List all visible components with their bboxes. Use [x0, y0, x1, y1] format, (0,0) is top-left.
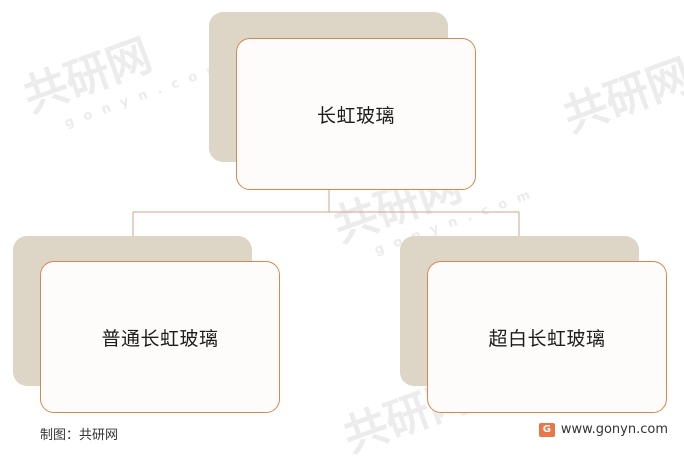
child-node-standard: 普通长虹玻璃	[40, 261, 280, 413]
site-url: www.gonyn.com	[560, 422, 668, 437]
child-node-label: 超白长虹玻璃	[488, 327, 606, 350]
watermark-brand: 共研网	[556, 49, 684, 143]
child-node-label: 普通长虹玻璃	[101, 327, 219, 350]
root-node: 长虹玻璃	[236, 38, 476, 190]
credit-text: 制图：共研网	[40, 428, 119, 443]
gonyn-logo-icon: G	[538, 422, 555, 437]
child-node-ultra-clear: 超白长虹玻璃	[427, 261, 667, 413]
watermark-brand: 共研网	[16, 29, 159, 123]
site-credit: G www.gonyn.com	[538, 422, 668, 437]
tree-diagram: 共研网 g o n y n . c o m 共研网 g o n y n . c …	[13, 12, 684, 463]
watermark-url: g o n y n . c o m	[62, 59, 226, 132]
root-node-label: 长虹玻璃	[316, 104, 395, 127]
